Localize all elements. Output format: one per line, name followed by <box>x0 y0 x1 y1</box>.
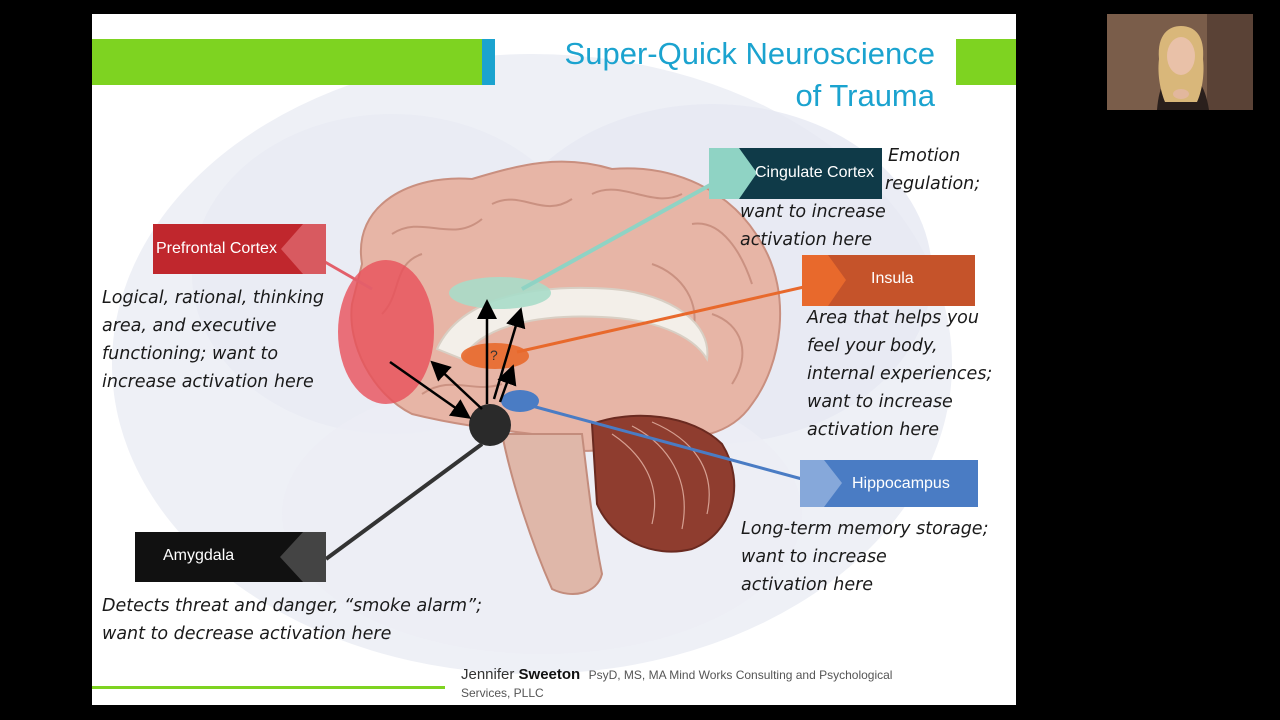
amygdala-description: Detects threat and danger, “smoke alarm”… <box>102 596 483 644</box>
hippocampus-label-box <box>800 460 978 507</box>
cingulate-description-top: Emotion <box>888 146 961 166</box>
prefrontal-description: Logical, rational, thinking area, and ex… <box>102 288 325 392</box>
title-green-bar-right <box>956 39 1016 85</box>
amygdala-arrows <box>389 299 526 419</box>
prefrontal-label: Prefrontal Cortex <box>156 240 277 257</box>
insula-label-box <box>802 255 975 306</box>
prefrontal-connector <box>324 260 373 291</box>
insula-label: Insula <box>871 270 914 287</box>
insula-description: Area that helps you feel your body, inte… <box>807 308 993 440</box>
hippocampus-connector <box>531 404 803 481</box>
presenter-webcam <box>1107 14 1253 110</box>
brainstem <box>500 433 604 595</box>
presentation-slide: Super-Quick Neuroscience of Trauma <box>92 14 1016 705</box>
hippocampus-description: Long-term memory storage; want to increa… <box>741 519 989 595</box>
presenter-video-icon <box>1107 14 1253 110</box>
cingulate-description-bottom: want to increase activation here <box>740 202 886 250</box>
footer-last-name: Sweeton <box>518 666 581 683</box>
amygdala-region <box>469 404 511 446</box>
insula-connector <box>516 285 805 354</box>
hippocampus-label: Hippocampus <box>852 475 950 492</box>
amygdala-connector <box>324 442 484 561</box>
cingulate-connector <box>521 182 713 291</box>
footer-green-line <box>92 686 445 689</box>
cerebellum-folia <box>611 421 710 530</box>
amygdala-label-box <box>135 532 326 582</box>
title-green-bar-left <box>92 39 482 85</box>
amygdala-label: Amygdala <box>163 547 235 564</box>
insula-question-mark: ? <box>490 347 498 363</box>
cingulate-label: Cingulate Cortex <box>755 164 875 181</box>
footer-first-name: Jennifer <box>461 666 515 683</box>
brain-diagram <box>324 160 805 595</box>
hippocampus-region <box>501 390 539 412</box>
cerebellum <box>590 414 736 553</box>
footer-credentials: PsyD, MS, MA Mind Works Consulting and P… <box>588 668 893 682</box>
prefrontal-region <box>338 260 434 404</box>
title-blue-accent <box>482 39 495 85</box>
footer-credit-line2: Services, PLLC <box>461 686 544 700</box>
footer-credit: Jennifer Sweeton PsyD, MS, MA Mind Works… <box>461 666 892 683</box>
cingulate-label-box <box>709 148 882 199</box>
prefrontal-label-box <box>153 224 326 274</box>
slide-title-line2: of Trauma <box>795 78 935 113</box>
cingulate-description-mid: regulation; <box>885 174 981 194</box>
insula-region <box>461 343 529 369</box>
slide-title-line1: Super-Quick Neuroscience <box>564 36 935 71</box>
